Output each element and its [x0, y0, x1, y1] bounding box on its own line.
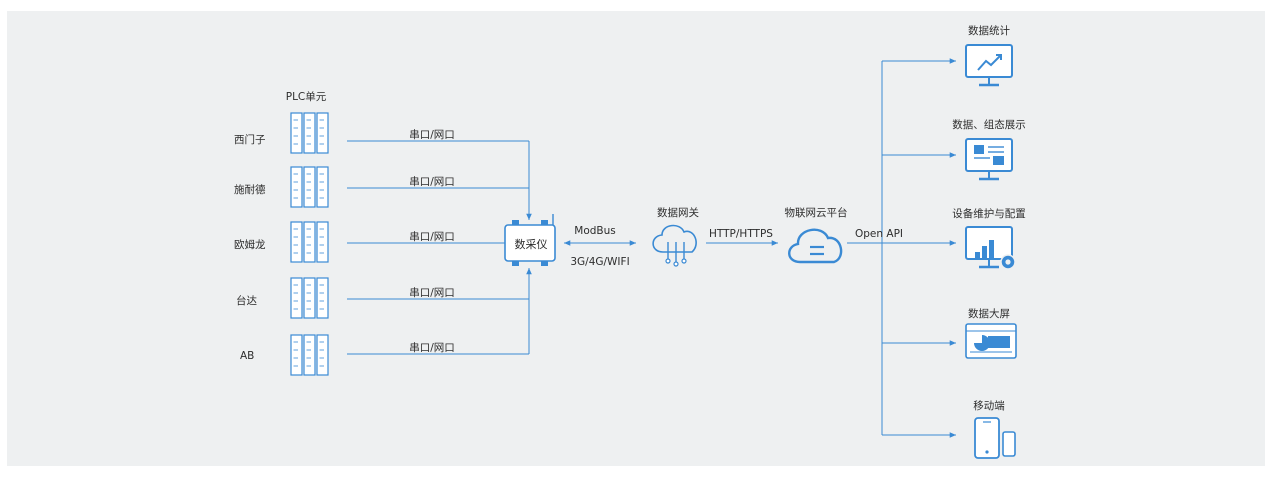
open-api-label: Open API: [855, 228, 903, 240]
app-label: 数据统计: [968, 25, 1010, 37]
data-collector-icon: [504, 214, 556, 266]
app-label: 设备维护与配置: [952, 208, 1026, 220]
diagram-panel: [7, 11, 1265, 466]
link-label-serial: 串口/网口: [409, 342, 455, 354]
monitor-chart-icon: [965, 44, 1013, 87]
app-label: 数据、组态展示: [952, 119, 1026, 131]
plc-brand-label: 欧姆龙: [234, 239, 266, 251]
mobile-device-icon: [974, 417, 1016, 459]
cloud-platform-icon: [788, 228, 843, 264]
plc-brand-label: 施耐德: [234, 184, 266, 196]
gateway-label: 数据网关: [657, 207, 699, 219]
link-label-serial: 串口/网口: [409, 231, 455, 243]
plc-title: PLC单元: [285, 91, 327, 103]
app-label: 移动端: [973, 400, 1005, 412]
plc-rack-icon: [290, 334, 329, 376]
app-label: 数据大屏: [968, 308, 1010, 320]
plc-brand-label: 台达: [236, 295, 257, 307]
link-label-serial: 串口/网口: [409, 176, 455, 188]
plc-rack-icon: [290, 112, 329, 154]
plc-rack-icon: [290, 277, 329, 319]
collector-label: 数采仪: [514, 238, 548, 251]
plc-brand-label: 西门子: [234, 134, 266, 146]
plc-brand-label: AB: [240, 350, 255, 362]
monitor-dashboard-icon: [965, 138, 1013, 181]
modbus-label: ModBus: [574, 225, 616, 237]
cloud-gateway-icon: [652, 224, 697, 267]
modbus-sub-label: 3G/4G/WIFI: [570, 256, 630, 268]
monitor-gear-icon: [965, 226, 1016, 270]
link-label-serial: 串口/网口: [409, 287, 455, 299]
platform-label: 物联网云平台: [784, 207, 848, 219]
big-screen-icon: [965, 323, 1017, 359]
http-label: HTTP/HTTPS: [709, 228, 773, 240]
link-label-serial: 串口/网口: [409, 129, 455, 141]
plc-rack-icon: [290, 221, 329, 263]
plc-rack-icon: [290, 166, 329, 208]
